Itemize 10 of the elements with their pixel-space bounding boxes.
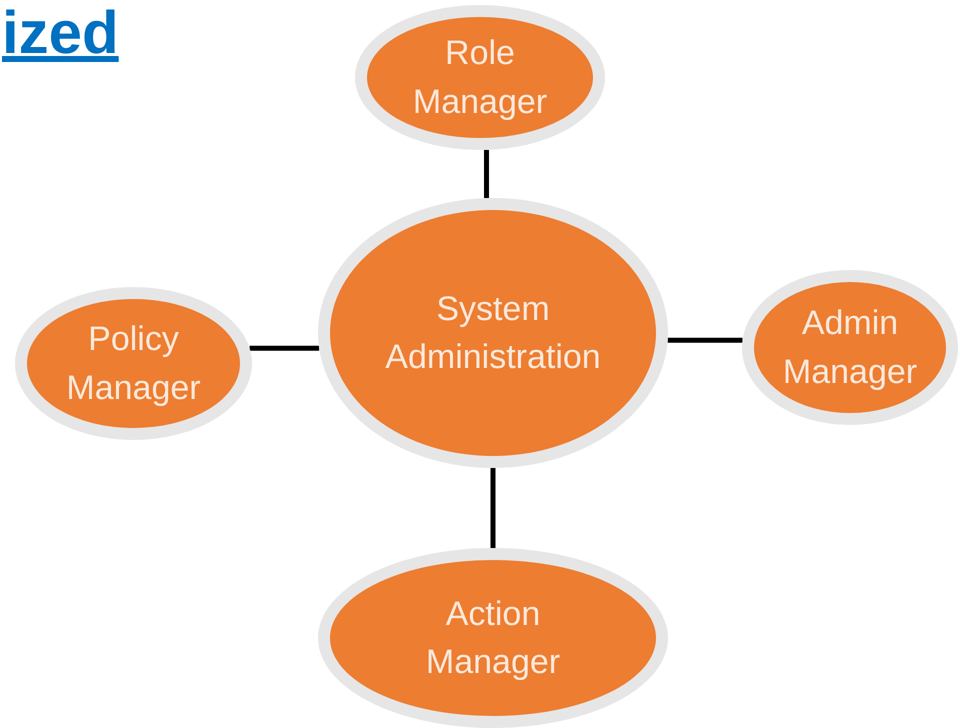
heading: ized — [2, 0, 119, 66]
node-label: Role Manager — [412, 33, 548, 122]
node-label: Admin Manager — [782, 303, 918, 392]
connector-line — [668, 338, 742, 343]
node-label: System Administration — [384, 288, 602, 378]
connector-line — [484, 150, 489, 198]
connector-line — [250, 346, 320, 351]
node-label: Action Manager — [424, 594, 562, 683]
node-label: Policy Manager — [65, 319, 202, 408]
connector-line — [490, 468, 496, 548]
